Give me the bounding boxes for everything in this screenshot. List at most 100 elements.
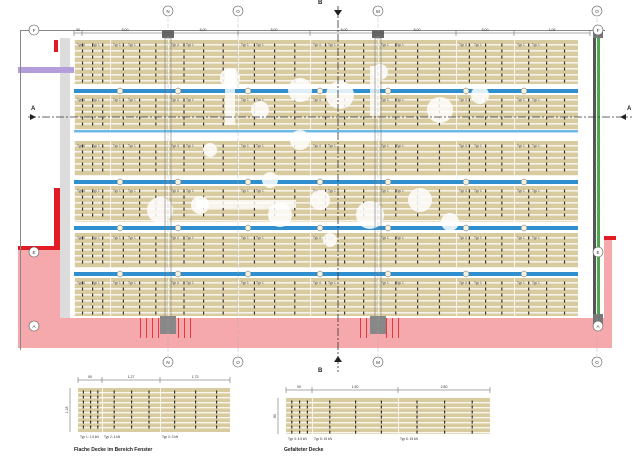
legend-left-anchor-tick xyxy=(90,415,92,419)
anchor-tick xyxy=(274,67,276,71)
anchor-tick xyxy=(222,207,224,211)
anchor-tick xyxy=(253,67,256,71)
cell-type-label: Typ 1 xyxy=(396,281,404,285)
anchor-tick xyxy=(253,281,256,285)
beam-node xyxy=(384,270,392,278)
cell-type-label: Typ 1 xyxy=(113,236,121,240)
anchor-tick xyxy=(546,98,548,102)
anchor-tick xyxy=(102,162,104,166)
anchor-tick xyxy=(485,55,487,59)
anchor-tick xyxy=(395,79,397,83)
opening-circle xyxy=(262,172,278,188)
anchor-tick xyxy=(102,122,104,126)
cell-type-label: Typ 1 xyxy=(92,98,100,102)
anchor-tick xyxy=(501,236,503,240)
anchor-tick xyxy=(344,43,346,47)
axis-label-bottom: M xyxy=(376,360,380,365)
anchor-tick xyxy=(222,248,224,252)
opening-circle xyxy=(471,86,489,104)
anchor-tick xyxy=(417,150,419,154)
anchor-tick xyxy=(92,67,94,71)
anchor-tick xyxy=(183,195,185,199)
legend-left-anchor-tick xyxy=(216,400,218,404)
anchor-tick xyxy=(501,98,503,102)
light-beam xyxy=(74,130,578,133)
legend-right-anchor-tick xyxy=(471,430,473,434)
anchor-tick xyxy=(528,260,530,264)
cell-type-label: Typ 4 xyxy=(313,98,321,102)
legend-left-anchor-tick xyxy=(195,400,197,404)
anchor-tick xyxy=(546,287,548,291)
anchor-tick xyxy=(395,156,397,160)
legend-right-anchor-tick xyxy=(299,400,301,404)
anchor-tick xyxy=(122,201,124,205)
anchor-tick xyxy=(183,299,185,303)
anchor-tick xyxy=(438,299,441,303)
anchor-tick xyxy=(155,110,157,114)
anchor-tick xyxy=(468,168,470,172)
anchor-tick xyxy=(253,248,256,252)
anchor-tick xyxy=(203,293,205,297)
anchor-tick xyxy=(222,144,224,148)
anchor-tick xyxy=(438,79,441,83)
anchor-tick xyxy=(417,55,419,59)
anchor-tick xyxy=(438,195,441,199)
anchor-tick xyxy=(501,110,503,114)
right-wall-red xyxy=(604,236,616,240)
anchor-tick xyxy=(485,254,487,258)
anchor-tick xyxy=(139,144,141,148)
anchor-tick xyxy=(417,61,419,65)
anchor-tick xyxy=(528,116,530,120)
anchor-tick xyxy=(81,201,84,205)
anchor-tick xyxy=(183,67,185,71)
cell-type-label: Typ 4 xyxy=(77,236,85,240)
anchor-tick xyxy=(122,104,124,108)
cell-type-label: Typ 4 xyxy=(171,236,179,240)
anchor-tick xyxy=(528,195,530,199)
anchor-tick xyxy=(155,104,157,108)
cell-type-label: Typ 1 xyxy=(474,144,482,148)
anchor-tick xyxy=(501,73,503,77)
anchor-tick xyxy=(203,49,205,53)
anchor-tick xyxy=(324,150,327,154)
anchor-tick xyxy=(222,236,224,240)
anchor-tick xyxy=(324,281,327,285)
anchor-tick xyxy=(155,122,157,126)
anchor-tick xyxy=(528,162,530,166)
anchor-tick xyxy=(344,79,346,83)
anchor-tick xyxy=(363,150,365,154)
anchor-tick xyxy=(139,67,141,71)
anchor-tick xyxy=(563,242,566,246)
anchor-tick xyxy=(274,116,276,120)
anchor-tick xyxy=(253,49,256,53)
anchor-tick xyxy=(485,305,487,309)
beam-node xyxy=(316,270,324,278)
cell-type-label: Typ 1 xyxy=(241,144,249,148)
legend-left-anchor-tick xyxy=(148,395,150,399)
anchor-tick xyxy=(92,43,94,47)
anchor-tick xyxy=(468,311,470,315)
anchor-tick xyxy=(222,293,224,297)
legend-left-anchor-tick xyxy=(82,415,84,419)
anchor-tick xyxy=(468,299,470,303)
anchor-tick xyxy=(294,311,296,315)
cell-type-label: Typ 1 xyxy=(186,43,194,47)
section-mark-bottom: B xyxy=(318,368,323,374)
cell-type-label: Typ 1 xyxy=(92,236,100,240)
cell-type-label: Typ 1 xyxy=(186,189,194,193)
legend-left-anchor-tick xyxy=(113,390,115,394)
anchor-tick xyxy=(274,311,276,315)
anchor-tick xyxy=(438,150,441,154)
anchor-tick xyxy=(92,260,94,264)
cell-type-label: Typ 4 xyxy=(77,144,85,148)
anchor-tick xyxy=(139,110,141,114)
anchor-tick xyxy=(344,293,346,297)
anchor-tick xyxy=(363,305,365,309)
cell-type-label: Typ 1 xyxy=(256,98,264,102)
anchor-tick xyxy=(183,49,185,53)
anchor-tick xyxy=(139,299,141,303)
anchor-tick xyxy=(528,207,530,211)
anchor-tick xyxy=(203,104,205,108)
anchor-tick xyxy=(468,98,470,102)
legend-left-anchor-tick xyxy=(90,410,92,414)
